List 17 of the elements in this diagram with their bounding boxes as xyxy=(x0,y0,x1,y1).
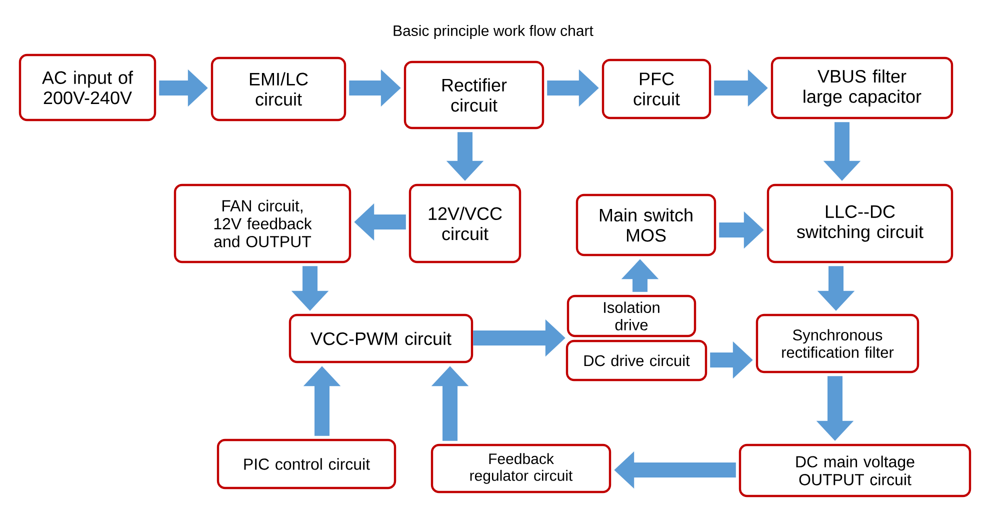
process-box: FAN circuit, 12V feedback and OUTPUT xyxy=(174,184,352,264)
process-box: VBUS filter large capacitor xyxy=(770,56,954,120)
process-box: PFC circuit xyxy=(602,58,712,120)
process-box: AC input of 200V-240V xyxy=(18,54,156,122)
process-box: Isolation drive xyxy=(566,294,696,338)
process-box: LLC--DC switching circuit xyxy=(766,184,954,264)
process-box: 12V/VCC circuit xyxy=(408,184,522,264)
process-box: Synchronous rectification filter xyxy=(756,314,920,374)
process-box: Rectifier circuit xyxy=(404,60,544,130)
process-box: Main switch MOS xyxy=(576,194,716,256)
title: Basic principle work flow chart xyxy=(394,25,594,39)
process-box: EMI/LC circuit xyxy=(210,56,346,122)
process-box: PIC control circuit xyxy=(216,438,396,490)
process-box: VCC-PWM circuit xyxy=(288,314,474,364)
process-box: DC main voltage OUTPUT circuit xyxy=(738,444,972,498)
process-box: DC drive circuit xyxy=(566,340,708,382)
process-box: Feedback regulator circuit xyxy=(430,444,612,494)
